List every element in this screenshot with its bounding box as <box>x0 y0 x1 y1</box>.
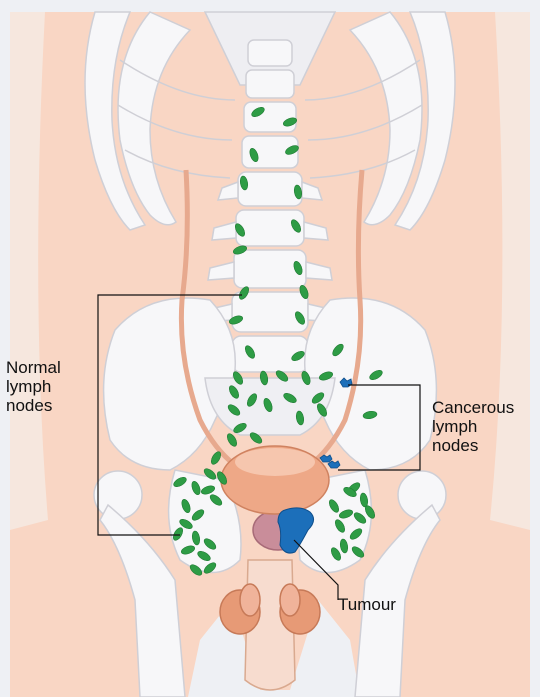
tumour-label: Tumour <box>338 595 396 614</box>
cancerous-lymph-nodes-label: Cancerous lymph nodes <box>432 398 514 455</box>
cancerous-label-line-3: nodes <box>432 436 514 455</box>
normal-label-line-3: nodes <box>6 396 61 415</box>
cancerous-label-line-2: lymph <box>432 417 514 436</box>
normal-lymph-nodes-label: Normal lymph nodes <box>6 358 61 415</box>
cancerous-label-line-1: Cancerous <box>432 398 514 417</box>
normal-label-line-1: Normal <box>6 358 61 377</box>
normal-label-line-2: lymph <box>6 377 61 396</box>
bladder <box>221 446 329 514</box>
